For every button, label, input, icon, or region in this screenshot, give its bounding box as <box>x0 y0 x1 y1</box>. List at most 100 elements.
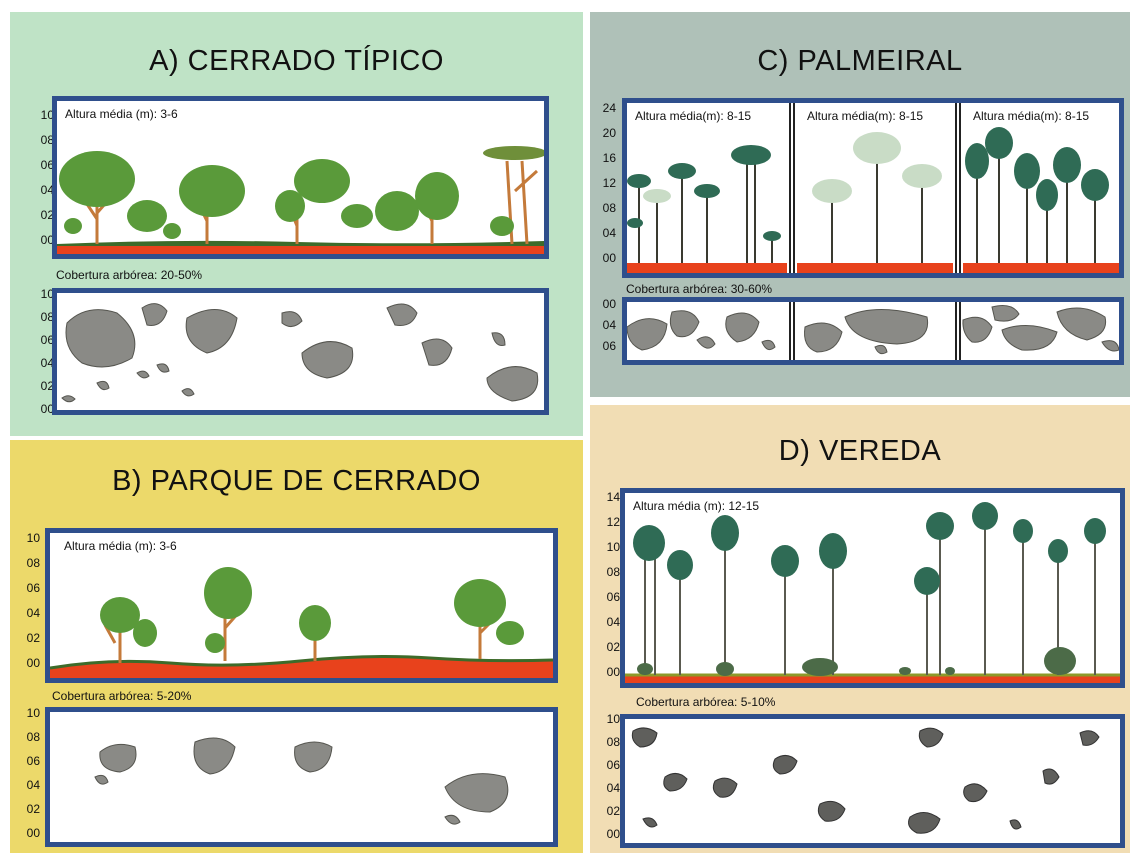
palm-trunks <box>638 148 1096 263</box>
tick-label: 00 <box>40 233 54 247</box>
profile-y-axis: 10 08 06 04 02 00 <box>10 532 40 672</box>
cover-label: Cobertura arbórea: 20-50% <box>56 268 203 282</box>
shrubs <box>637 647 1076 676</box>
tick-label: 06 <box>606 590 620 604</box>
tick-label: 10 <box>40 108 54 122</box>
height-label: Altura média (m): 3-6 <box>65 107 178 121</box>
height-label: Altura média (m): 12-15 <box>633 499 760 513</box>
tick-label: 08 <box>606 735 620 749</box>
profile-drawing <box>627 127 1119 273</box>
tick-label: 06 <box>26 754 40 768</box>
tick-label: 12 <box>602 176 616 190</box>
vegetation-profile: Altura média (m): 12-15 <box>620 488 1125 688</box>
height-label: Altura média(m): 8-15 <box>973 109 1090 123</box>
tick-label: 04 <box>602 226 616 240</box>
tick-label: 20 <box>602 126 616 140</box>
canopy-drawing <box>94 737 509 825</box>
soil-layer <box>963 263 1119 273</box>
tree-crowns <box>59 151 514 239</box>
vegetation-profile: Altura média(m): 8-15 Altura média(m): 8… <box>622 98 1124 278</box>
palm-crowns <box>627 127 1109 241</box>
tick-label: 02 <box>26 802 40 816</box>
soil-layer <box>797 263 953 273</box>
palm-crowns <box>633 502 1106 595</box>
canopy-patches <box>94 737 509 825</box>
tick-label: 06 <box>602 339 616 353</box>
tick-label: 06 <box>40 333 54 347</box>
tick-label: 06 <box>606 758 620 772</box>
canopy-drawing <box>61 303 539 403</box>
tick-label: 08 <box>26 730 40 744</box>
soil-layer <box>627 263 787 273</box>
tick-label: 00 <box>602 251 616 265</box>
tick-label: 08 <box>40 133 54 147</box>
palm-trunks <box>644 518 1096 675</box>
tick-label: 00 <box>606 665 620 679</box>
tick-label: 10 <box>606 712 620 726</box>
panel-parque-de-cerrado: B) PARQUE DE CERRADO 10 08 06 04 02 00 A… <box>10 440 583 853</box>
tick-label: 04 <box>26 606 40 620</box>
tick-label: 08 <box>602 201 616 215</box>
canopy-cover-map <box>45 707 558 847</box>
height-label: Altura média(m): 8-15 <box>635 109 752 123</box>
tick-label: 10 <box>606 540 620 554</box>
light-palm-crowns <box>643 132 942 203</box>
tick-label: 04 <box>602 318 616 332</box>
panel-title: C) PALMEIRAL <box>757 45 963 77</box>
tick-label: 02 <box>40 379 54 393</box>
tick-label: 02 <box>606 640 620 654</box>
divider <box>789 103 795 273</box>
canopy-patches <box>61 303 539 403</box>
tick-label: 02 <box>606 804 620 818</box>
cover-label: Cobertura arbórea: 5-10% <box>636 695 776 709</box>
panel-title: A) CERRADO TÍPICO <box>149 45 444 77</box>
cover-y-axis: 00 04 06 <box>590 298 616 358</box>
vegetation-profile: Altura média (m): 3-6 <box>52 96 549 259</box>
profile-y-axis: 10 08 06 04 02 00 <box>20 109 54 249</box>
tick-label: 02 <box>26 631 40 645</box>
tick-label: 24 <box>602 101 616 115</box>
canopy-patches <box>631 727 1100 834</box>
profile-y-axis: 24 20 16 12 08 04 00 <box>590 102 616 272</box>
tick-label: 00 <box>602 297 616 311</box>
cover-y-axis: 10 08 06 04 02 00 <box>10 707 40 847</box>
tick-label: 08 <box>606 565 620 579</box>
tick-label: 10 <box>26 706 40 720</box>
tick-label: 10 <box>40 287 54 301</box>
soil-layer <box>50 656 553 678</box>
tick-label: 00 <box>26 826 40 840</box>
tree-crowns <box>100 567 524 653</box>
profile-drawing <box>50 567 553 678</box>
soil-layer <box>625 675 1120 683</box>
tick-label: 04 <box>40 183 54 197</box>
tick-label: 06 <box>26 581 40 595</box>
cover-y-axis: 10 08 06 04 02 00 <box>20 288 54 428</box>
cover-label: Cobertura arbórea: 5-20% <box>52 689 192 703</box>
profile-drawing <box>57 146 544 254</box>
tick-label: 02 <box>40 208 54 222</box>
panel-cerrado-tipico: A) CERRADO TÍPICO 10 08 06 04 02 00 Altu… <box>10 12 583 436</box>
height-label: Altura média(m): 8-15 <box>807 109 924 123</box>
tick-label: 04 <box>40 356 54 370</box>
canopy-drawing <box>631 727 1100 834</box>
height-label: Altura média (m): 3-6 <box>64 539 177 553</box>
tick-label: 04 <box>606 615 620 629</box>
profile-y-axis: 14 12 10 08 06 04 02 00 <box>590 491 620 691</box>
cover-label: Cobertura arbórea: 30-60% <box>626 282 773 296</box>
canopy-drawing <box>627 305 1119 355</box>
panel-title: D) VEREDA <box>778 435 942 467</box>
tick-label: 06 <box>40 158 54 172</box>
canopy-cover-map <box>52 288 549 415</box>
divider <box>789 302 795 360</box>
tick-label: 08 <box>40 310 54 324</box>
palm-crown <box>483 146 544 160</box>
soil-layer <box>57 244 544 254</box>
tick-label: 00 <box>40 402 54 416</box>
profile-drawing <box>625 502 1120 683</box>
tick-label: 00 <box>26 656 40 670</box>
tick-label: 12 <box>606 515 620 529</box>
cover-y-axis: 10 08 06 04 02 00 <box>590 713 620 843</box>
divider <box>955 103 961 273</box>
grass-layer <box>57 240 544 246</box>
tree <box>103 608 497 663</box>
